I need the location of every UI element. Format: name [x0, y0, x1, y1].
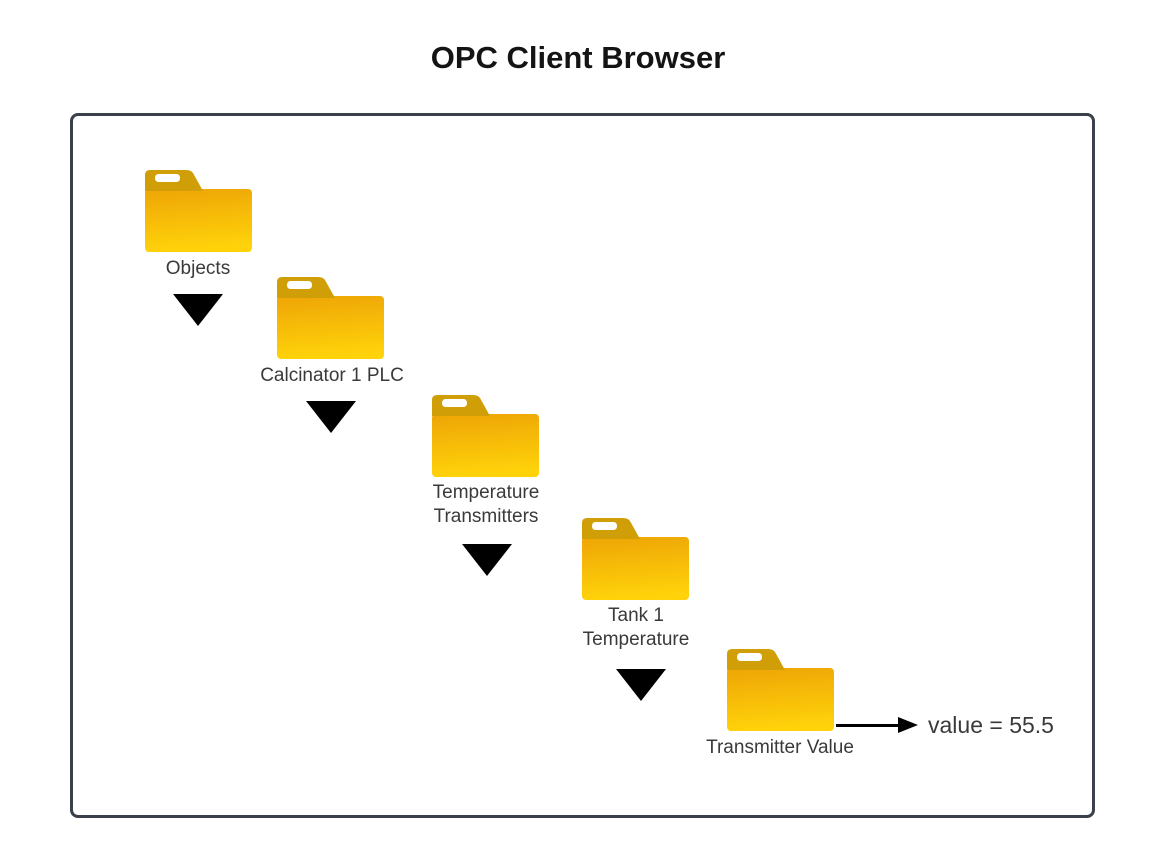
value-annotation: value = 55.5 [928, 712, 1054, 738]
folder-label-temperature-transmitters: Temperature Transmitters [376, 481, 596, 529]
down-arrow-icon [173, 294, 223, 326]
label-line: Temperature [432, 482, 540, 503]
folder-icon-tank-1-temperature[interactable] [582, 514, 689, 600]
label-line: Tank 1 [608, 605, 664, 626]
label-line: Objects [165, 258, 231, 279]
label-line: Transmitters [433, 506, 539, 527]
folder-label-tank-1-temperature: Tank 1 Temperature [526, 604, 746, 652]
folder-icon-temperature-transmitters[interactable] [432, 391, 539, 477]
folder-label-transmitter-value: Transmitter Value [670, 736, 890, 760]
label-line: Calcinator 1 PLC [260, 365, 404, 386]
down-arrow-icon [616, 669, 666, 701]
folder-label-calcinator-1-plc: Calcinator 1 PLC [222, 364, 442, 388]
folder-label-objects: Objects [88, 257, 308, 281]
folder-icon-objects[interactable] [145, 166, 252, 252]
down-arrow-icon [306, 401, 356, 433]
value-arrow-head-icon [898, 717, 918, 733]
label-line: Transmitter Value [706, 737, 854, 758]
down-arrow-icon [462, 544, 512, 576]
value-arrow-line [836, 724, 900, 727]
page-title: OPC Client Browser [430, 40, 726, 75]
folder-icon-transmitter-value[interactable] [727, 645, 834, 731]
folder-icon-calcinator-1-plc[interactable] [277, 273, 384, 359]
label-line: Temperature [582, 629, 690, 650]
